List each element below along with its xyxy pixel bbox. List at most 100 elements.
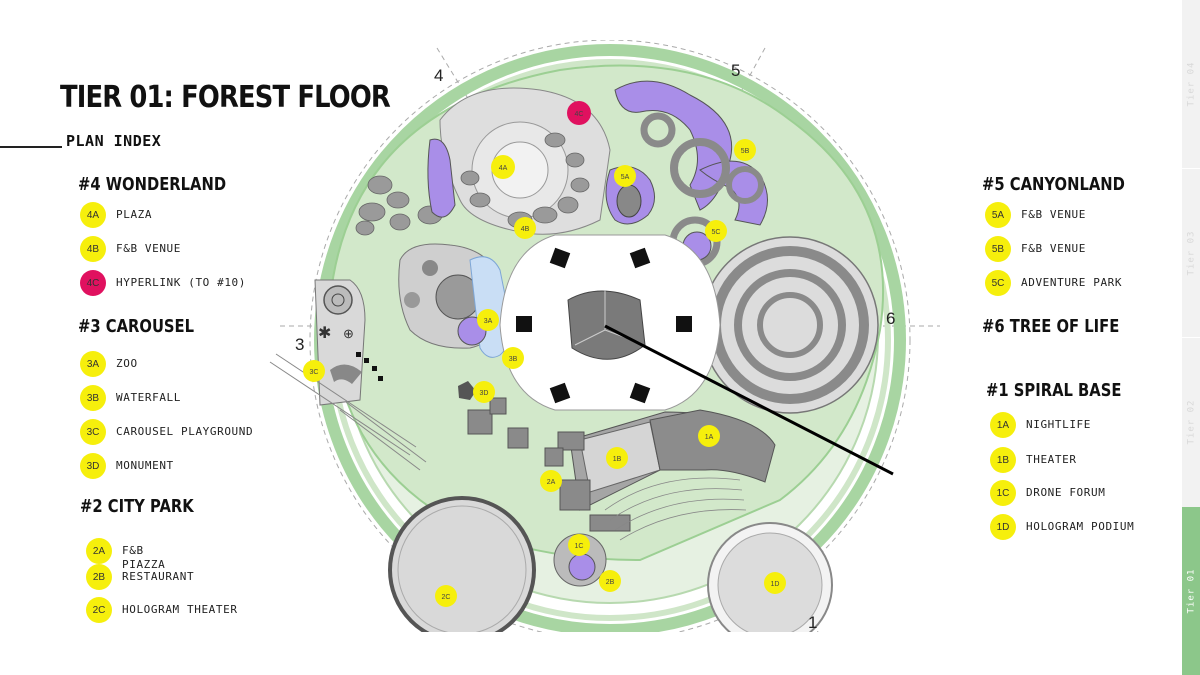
- legend-label: ADVENTURE PARK: [1021, 276, 1123, 289]
- zone-number-6: 6: [886, 309, 895, 328]
- amphitheater-steps: [604, 477, 747, 541]
- fnb-venue-5a-core: [616, 184, 642, 218]
- carousel-slide: [330, 364, 362, 384]
- plan-badge-5b[interactable]: 5B: [734, 139, 756, 161]
- plan-badge-3a[interactable]: 3A: [477, 309, 499, 331]
- tab-tier-01[interactable]: Tier 01: [1182, 507, 1200, 675]
- badge-3b: 3B: [80, 385, 106, 411]
- legend-label: F&B VENUE: [1021, 242, 1087, 255]
- zoo-feature: [422, 260, 438, 276]
- plan-badge-3b[interactable]: 3B: [502, 347, 524, 369]
- section-heading-carousel: #3 CAROUSEL: [78, 316, 195, 337]
- badge-3a: 3A: [80, 351, 106, 377]
- carousel-asterisk-icon: ✱: [318, 325, 331, 342]
- legend-item-4b[interactable]: 4B F&B VENUE: [80, 236, 181, 262]
- hologram-theater: [388, 496, 536, 632]
- legend-item-2b[interactable]: 2B RESTAURANT: [86, 564, 194, 590]
- legend-item-2a[interactable]: 2A F&B PIAZZA: [86, 530, 165, 572]
- badge-5c: 5C: [985, 270, 1011, 296]
- svg-text:1C: 1C: [575, 543, 584, 550]
- plan-badge-2a[interactable]: 2A: [540, 470, 562, 492]
- carousel-wheel: [323, 285, 353, 315]
- svg-text:2B: 2B: [606, 579, 615, 586]
- carousel-compass-icon: ⊕: [343, 326, 354, 341]
- badge-5a: 5A: [985, 202, 1011, 228]
- legend-item-5b[interactable]: 5B F&B VENUE: [985, 236, 1086, 262]
- plan-badge-3c[interactable]: 3C: [303, 360, 325, 382]
- core-columns: [516, 247, 692, 404]
- svg-text:3B: 3B: [509, 356, 518, 363]
- plan-badge-5c[interactable]: 5C: [705, 220, 727, 242]
- section-heading-canyonland: #5 CANYONLAND: [982, 174, 1125, 195]
- legend-item-4a[interactable]: 4A PLAZA: [80, 202, 152, 228]
- svg-text:4B: 4B: [521, 226, 530, 233]
- svg-text:2A: 2A: [547, 479, 556, 486]
- plan-index-label: PLAN INDEX: [66, 132, 162, 150]
- section-cut-line: [604, 324, 894, 476]
- zone-number-3: 3: [295, 335, 304, 354]
- plan-badge-4a[interactable]: 4A: [491, 155, 515, 179]
- tab-tier-04[interactable]: Tier 04: [1186, 61, 1196, 107]
- plan-badge-1d[interactable]: 1D: [764, 572, 786, 594]
- legend-item-3d[interactable]: 3D MONUMENT: [80, 453, 174, 479]
- canyon-swirl: [614, 80, 733, 211]
- badge-2c: 2C: [86, 597, 112, 623]
- zone-number-1: 1: [808, 613, 817, 632]
- section-heading-tree-of-life: #6 TREE OF LIFE: [982, 316, 1120, 337]
- legend-label: MONUMENT: [116, 459, 174, 472]
- legend-label: HYPERLINK (TO #10): [116, 276, 247, 289]
- legend-item-3b[interactable]: 3B WATERFALL: [80, 385, 181, 411]
- section-heading-spiral-base: #1 SPIRAL BASE: [986, 380, 1122, 401]
- legend-label: WATERFALL: [116, 391, 182, 404]
- legend-label: F&B PIAZZA: [122, 544, 166, 571]
- tier-tabs: Tier 04 Tier 03 Tier 02 Tier 01: [1182, 0, 1200, 675]
- legend-item-1d[interactable]: 1D HOLOGRAM PODIUM: [990, 514, 1134, 540]
- zoo-feature-2: [404, 292, 420, 308]
- legend-item-4c[interactable]: 4C HYPERLINK (TO #10): [80, 270, 246, 296]
- svg-text:1D: 1D: [771, 581, 780, 588]
- index-rule: [0, 146, 62, 148]
- legend-item-2c[interactable]: 2C HOLOGRAM THEATER: [86, 597, 238, 623]
- plan-badge-2b[interactable]: 2B: [599, 570, 621, 592]
- plan-badge-2c[interactable]: 2C: [435, 585, 457, 607]
- plan-badge-1a[interactable]: 1A: [698, 425, 720, 447]
- legend-item-1c[interactable]: 1C DRONE FORUM: [990, 480, 1105, 506]
- hologram-theater-inner: [397, 505, 527, 632]
- legend-item-3c[interactable]: 3C CAROUSEL PLAYGROUND: [80, 419, 253, 445]
- plan-badge-4b[interactable]: 4B: [514, 217, 536, 239]
- tab-tier-03[interactable]: Tier 03: [1186, 230, 1196, 276]
- rail-track: [269, 353, 427, 471]
- stepping-stones: [355, 132, 590, 236]
- drone-forum-purple: [568, 553, 596, 581]
- plan-badge-1b[interactable]: 1B: [606, 447, 628, 469]
- tab-tier-02[interactable]: Tier 02: [1186, 399, 1196, 445]
- legend-item-5c[interactable]: 5C ADVENTURE PARK: [985, 270, 1122, 296]
- svg-text:5C: 5C: [712, 229, 721, 236]
- plan-badge-4c[interactable]: 4C: [575, 111, 584, 118]
- svg-text:3D: 3D: [480, 390, 489, 397]
- zone-number-5: 5: [731, 61, 740, 80]
- badge-5b: 5B: [985, 236, 1011, 262]
- legend-item-3a[interactable]: 3A ZOO: [80, 351, 138, 377]
- legend-item-1a[interactable]: 1A NIGHTLIFE: [990, 412, 1091, 438]
- legend-label: NIGHTLIFE: [1026, 418, 1092, 431]
- wonderland-purple-form: [427, 138, 456, 218]
- badge-3d: 3D: [80, 453, 106, 479]
- legend-label: F&B VENUE: [1021, 208, 1087, 221]
- svg-text:5B: 5B: [741, 148, 750, 155]
- legend-label: DRONE FORUM: [1026, 486, 1106, 499]
- legend-label: HOLOGRAM THEATER: [122, 603, 238, 616]
- legend-label: F&B VENUE: [116, 242, 182, 255]
- badge-1d: 1D: [990, 514, 1016, 540]
- plan-badge-1c[interactable]: 1C: [568, 534, 590, 556]
- monument-icon: [458, 381, 476, 400]
- plan-badge-5a[interactable]: 5A: [614, 165, 636, 187]
- carousel-markers: [356, 352, 383, 381]
- badge-4b: 4B: [80, 236, 106, 262]
- plan-badge-3d[interactable]: 3D: [473, 381, 495, 403]
- legend-item-5a[interactable]: 5A F&B VENUE: [985, 202, 1086, 228]
- legend-item-1b[interactable]: 1B THEATER: [990, 447, 1077, 473]
- plan-badges: 4A 4B 4C 5A 5B 5C 3A 3B 3C 3D 1A 1B 1C 1…: [303, 111, 786, 607]
- badge-2a: 2A: [86, 538, 112, 564]
